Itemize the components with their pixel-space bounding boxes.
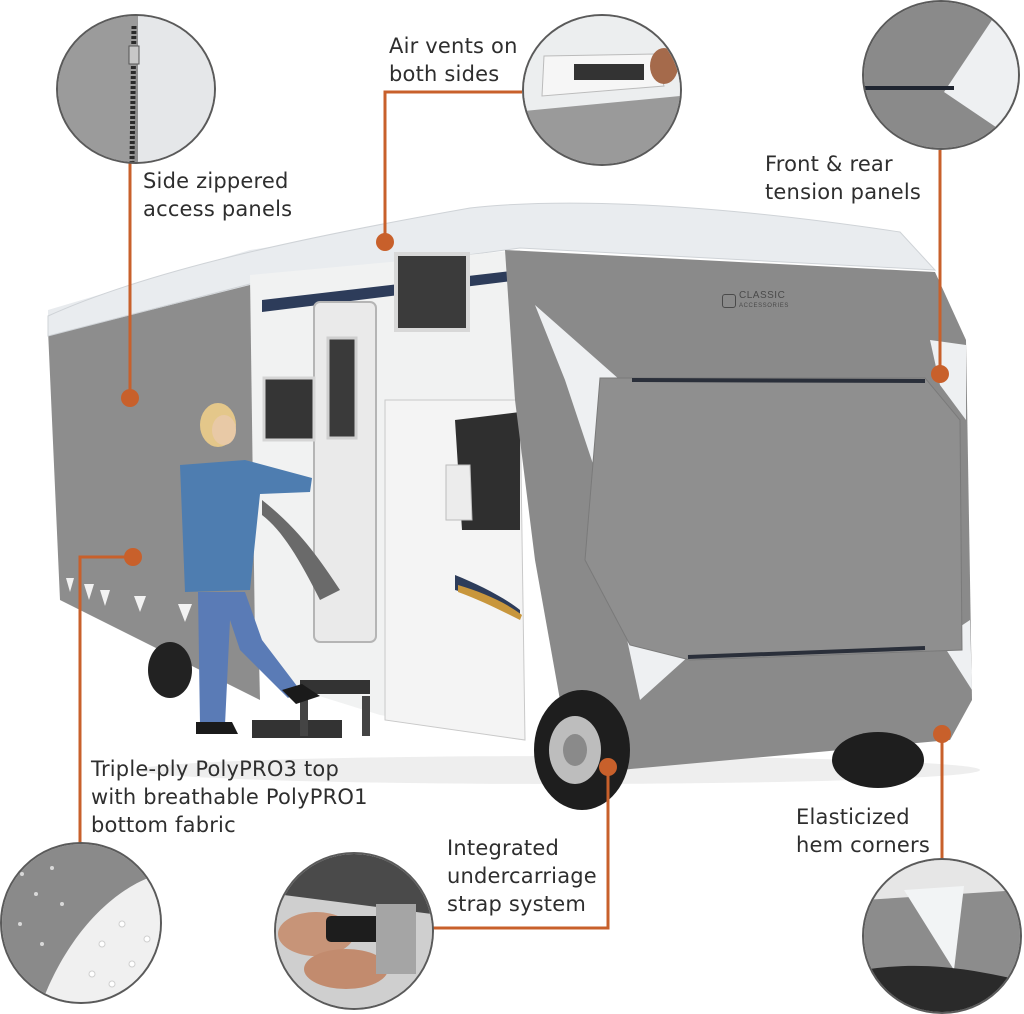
zipper-detail-icon: [58, 16, 214, 162]
air-vent-icon: [524, 16, 680, 164]
fabric-layers-icon: [2, 844, 160, 1002]
fabric-detail-circle: [0, 842, 162, 1004]
logo-mark-icon: [722, 294, 736, 308]
zipper-detail-circle: [56, 14, 216, 164]
callout-dot: [933, 725, 951, 743]
person-figure: [180, 403, 320, 734]
hem-corner-detail-circle: [862, 858, 1022, 1014]
strap-detail-circle: [274, 852, 434, 1010]
callout-dot: [599, 758, 617, 776]
hem-corner-icon: [864, 860, 1020, 1012]
callout-tension-panels: Front & rear tension panels: [765, 152, 922, 204]
rv-rear-wheel: [148, 642, 192, 698]
callout-side-zipper: Side zippered access panels: [143, 169, 293, 221]
classic-accessories-logo: CLASSIC ACCESSORIES: [722, 291, 789, 311]
rv-cover-roof: [47, 202, 937, 337]
callout-air-vents: Air vents on both sides: [389, 34, 518, 86]
tension-panel-detail-circle: [862, 0, 1020, 150]
callout-lines: [78, 90, 944, 930]
callout-dot: [376, 233, 394, 251]
callout-hem-corners: Elasticized hem corners: [796, 805, 931, 857]
callout-dot: [124, 548, 142, 566]
air-vent-detail-circle: [522, 14, 682, 166]
callout-dot: [931, 365, 949, 383]
callout-fabric: Triple-ply PolyPRO3 top with breathable …: [91, 757, 368, 837]
buckle-strap-icon: [276, 854, 432, 1008]
tension-panel-icon: [864, 2, 1018, 148]
callout-dot: [121, 389, 139, 407]
callout-strap-system: Integrated undercarriage strap system: [447, 836, 597, 916]
